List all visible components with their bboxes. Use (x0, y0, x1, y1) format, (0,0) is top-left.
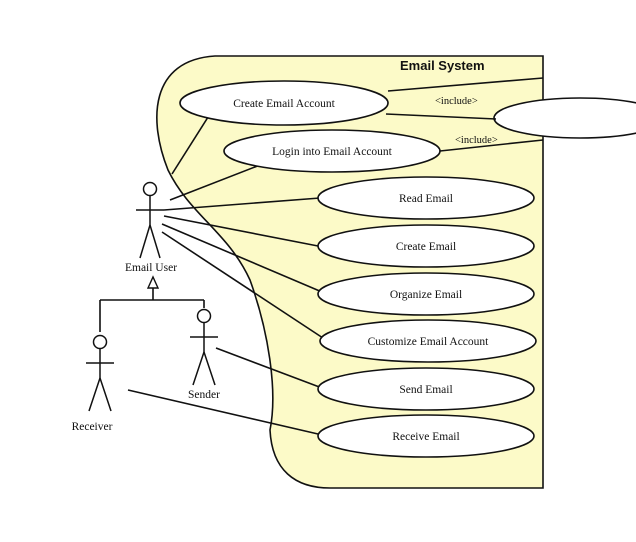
use-case-receive[interactable] (317, 414, 535, 458)
included-use-case-partial-1[interactable] (493, 97, 636, 139)
actor-email-user-label: Email User (125, 262, 177, 274)
include-line-3 (439, 139, 544, 152)
include-label-2: <include> (455, 135, 498, 146)
actor-email-user-head (142, 181, 158, 197)
actor-sender[interactable] (190, 308, 218, 386)
assoc-sender-send (215, 347, 323, 389)
actor-receiver-head (92, 334, 108, 350)
actor-receiver-label: Receiver (72, 421, 113, 433)
include-line-1 (387, 77, 544, 92)
assoc-user-login (169, 164, 261, 201)
actor-email-user[interactable] (136, 181, 164, 259)
use-case-login-label: Login into Email Account (272, 146, 393, 158)
use-case-customize[interactable] (319, 319, 537, 363)
use-case-send-label: Send Email (399, 384, 452, 396)
actor-receiver[interactable] (86, 334, 114, 412)
use-case-organize[interactable] (317, 272, 535, 316)
use-case-create[interactable] (317, 224, 535, 268)
assoc-user-organize (161, 223, 323, 293)
generalization (99, 275, 205, 332)
system-title: Email System (400, 58, 485, 73)
assoc-user-customize (161, 231, 327, 341)
use-case-customize-label: Customize Email Account (368, 336, 490, 348)
include-line-2 (385, 113, 497, 120)
use-case-organize-label: Organize Email (390, 289, 462, 301)
use-case-create-label: Create Email (396, 241, 456, 253)
actor-sender-label: Sender (188, 389, 220, 401)
use-case-login[interactable] (223, 129, 441, 173)
assoc-receiver-receive (127, 389, 319, 435)
assoc-user-read (163, 197, 321, 211)
use-case-read-label: Read Email (399, 193, 453, 205)
use-case-send[interactable] (317, 367, 535, 411)
use-case-create-account[interactable] (179, 80, 389, 126)
include-label-1: <include> (435, 96, 478, 107)
assoc-user-create (163, 215, 319, 247)
assoc-user-create-account (171, 113, 211, 175)
actor-sender-head (196, 308, 212, 324)
use-case-receive-label: Receive Email (392, 431, 459, 443)
use-case-create-account-label: Create Email Account (233, 98, 335, 110)
use-case-read[interactable] (317, 176, 535, 220)
